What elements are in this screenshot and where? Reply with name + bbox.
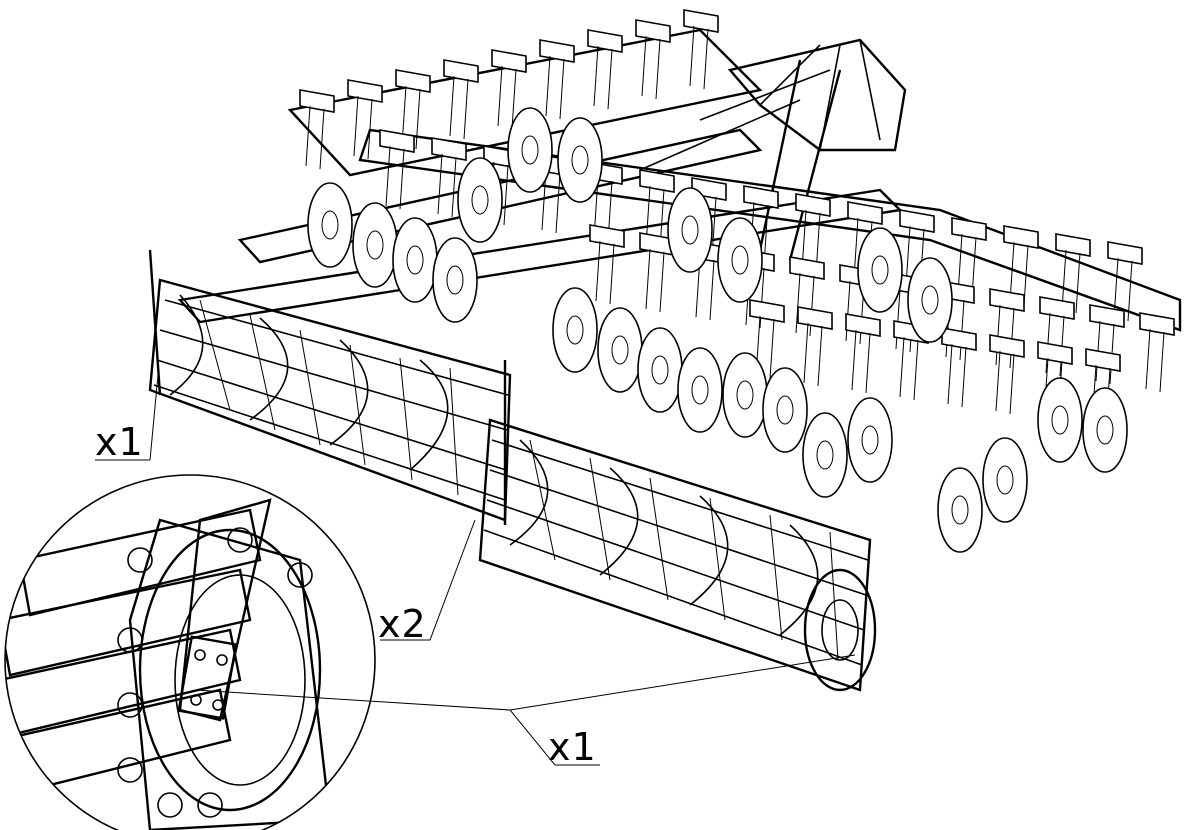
tine-block xyxy=(1089,304,1125,385)
leader-lines xyxy=(95,374,856,766)
tine-block xyxy=(379,129,415,210)
tine-block xyxy=(443,59,479,140)
disc xyxy=(857,227,903,313)
tine-block xyxy=(749,299,785,380)
disc xyxy=(552,287,598,373)
packer-roller-left xyxy=(148,249,512,525)
disc xyxy=(557,117,603,203)
disc xyxy=(1037,377,1083,463)
tine-block xyxy=(347,79,383,160)
disc xyxy=(802,412,848,498)
callout-label-x1-top: x1 xyxy=(95,420,144,464)
callout-label-x1-bottom: x1 xyxy=(548,725,597,769)
tine-block xyxy=(989,288,1025,369)
disc xyxy=(1082,387,1128,473)
disc xyxy=(982,437,1028,523)
disc xyxy=(677,347,723,433)
tine-block xyxy=(1139,312,1175,393)
disc xyxy=(392,217,438,303)
packer-roller-right xyxy=(478,418,877,692)
disc xyxy=(307,182,353,268)
disc-gang xyxy=(307,107,1128,553)
disc xyxy=(762,367,808,453)
disc-harrow-frame xyxy=(177,28,1182,332)
callout-label-x2: x2 xyxy=(378,602,427,646)
tine-block xyxy=(539,39,575,120)
tine-block xyxy=(635,19,671,100)
detail-zoom-view xyxy=(4,474,376,830)
tine-block xyxy=(587,29,623,110)
disc xyxy=(667,187,713,273)
disc xyxy=(597,307,643,393)
disc xyxy=(717,217,763,303)
disc xyxy=(937,467,983,553)
disc xyxy=(847,397,893,483)
disc xyxy=(637,327,683,413)
tine-block xyxy=(589,224,625,305)
tine-block xyxy=(299,89,335,170)
disc xyxy=(457,157,503,243)
disc xyxy=(907,257,953,343)
tine-block xyxy=(845,313,881,394)
disc xyxy=(722,352,768,438)
tine-block xyxy=(1055,233,1091,314)
disc xyxy=(352,202,398,288)
disc xyxy=(432,237,478,323)
disc xyxy=(507,107,553,193)
tine-block xyxy=(797,306,833,387)
tine-block xyxy=(491,49,527,130)
tine-block xyxy=(683,9,719,90)
tine-block xyxy=(1107,241,1143,322)
tine-block xyxy=(941,327,977,408)
tine-block xyxy=(989,334,1025,415)
tine-block xyxy=(431,137,467,218)
tine-block xyxy=(789,256,825,337)
